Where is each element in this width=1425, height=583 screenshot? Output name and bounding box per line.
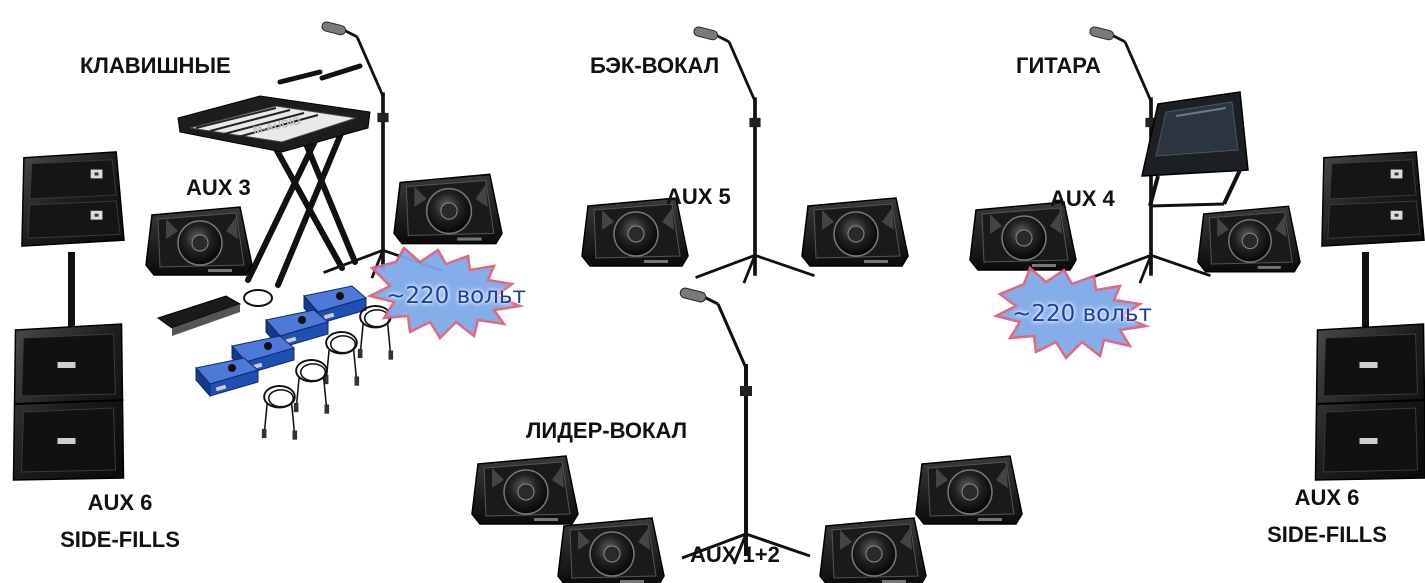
cable-coil [292, 358, 331, 415]
label-aux6-right: AUX 6 [1294, 485, 1360, 510]
keyboard: M-AUDIO [177, 95, 371, 153]
di-box [195, 357, 259, 397]
left-pole [68, 252, 75, 328]
monitor-wedge [819, 517, 927, 583]
right-subwoofer [1314, 322, 1425, 482]
keyboard-rig: M-AUDIO [156, 63, 395, 441]
label-sidefills-right: SIDE-FILLS [1267, 522, 1387, 547]
power-burst-right [992, 265, 1151, 360]
guitar-amplifier [1141, 91, 1249, 208]
left-sidefill [12, 151, 125, 482]
left-subwoofer [12, 322, 125, 482]
label-aux12: AUX 1+2 [690, 542, 780, 567]
right-pole [1362, 252, 1369, 328]
label-lead-vocal: ЛИДЕР-ВОКАЛ [526, 418, 688, 443]
sustain-pedal [156, 289, 273, 336]
right-sidefill [1314, 151, 1425, 482]
monitor-wedge [471, 455, 579, 525]
label-keys: КЛАВИШНЫЕ [80, 53, 231, 78]
cable-coil [260, 384, 299, 441]
monitor-wedge [393, 173, 503, 245]
monitor-wedge [801, 197, 909, 267]
label-aux3: AUX 3 [186, 175, 251, 200]
power-label-right: ~220 вольт [1012, 301, 1152, 327]
label-back-vocal: БЭК-ВОКАЛ [590, 53, 720, 78]
power-label-left: ~220 вольт [386, 283, 526, 309]
monitor-wedge [1197, 205, 1301, 273]
monitor-wedge [969, 201, 1077, 271]
power-burst-left [366, 246, 525, 340]
monitor-wedge [145, 206, 253, 276]
label-aux6-left: AUX 6 [87, 490, 153, 515]
monitor-wedge [915, 455, 1023, 525]
right-line-array-top [1321, 151, 1425, 247]
left-line-array-top [21, 151, 125, 247]
label-guitar: ГИТАРА [1016, 53, 1101, 78]
monitor-wedge [557, 517, 665, 583]
label-aux5: AUX 5 [666, 184, 731, 209]
label-sidefills-left: SIDE-FILLS [60, 527, 180, 552]
mic-stand-lead-vocal [679, 287, 810, 564]
label-aux4: AUX 4 [1050, 186, 1115, 211]
cable-coil [322, 330, 361, 387]
